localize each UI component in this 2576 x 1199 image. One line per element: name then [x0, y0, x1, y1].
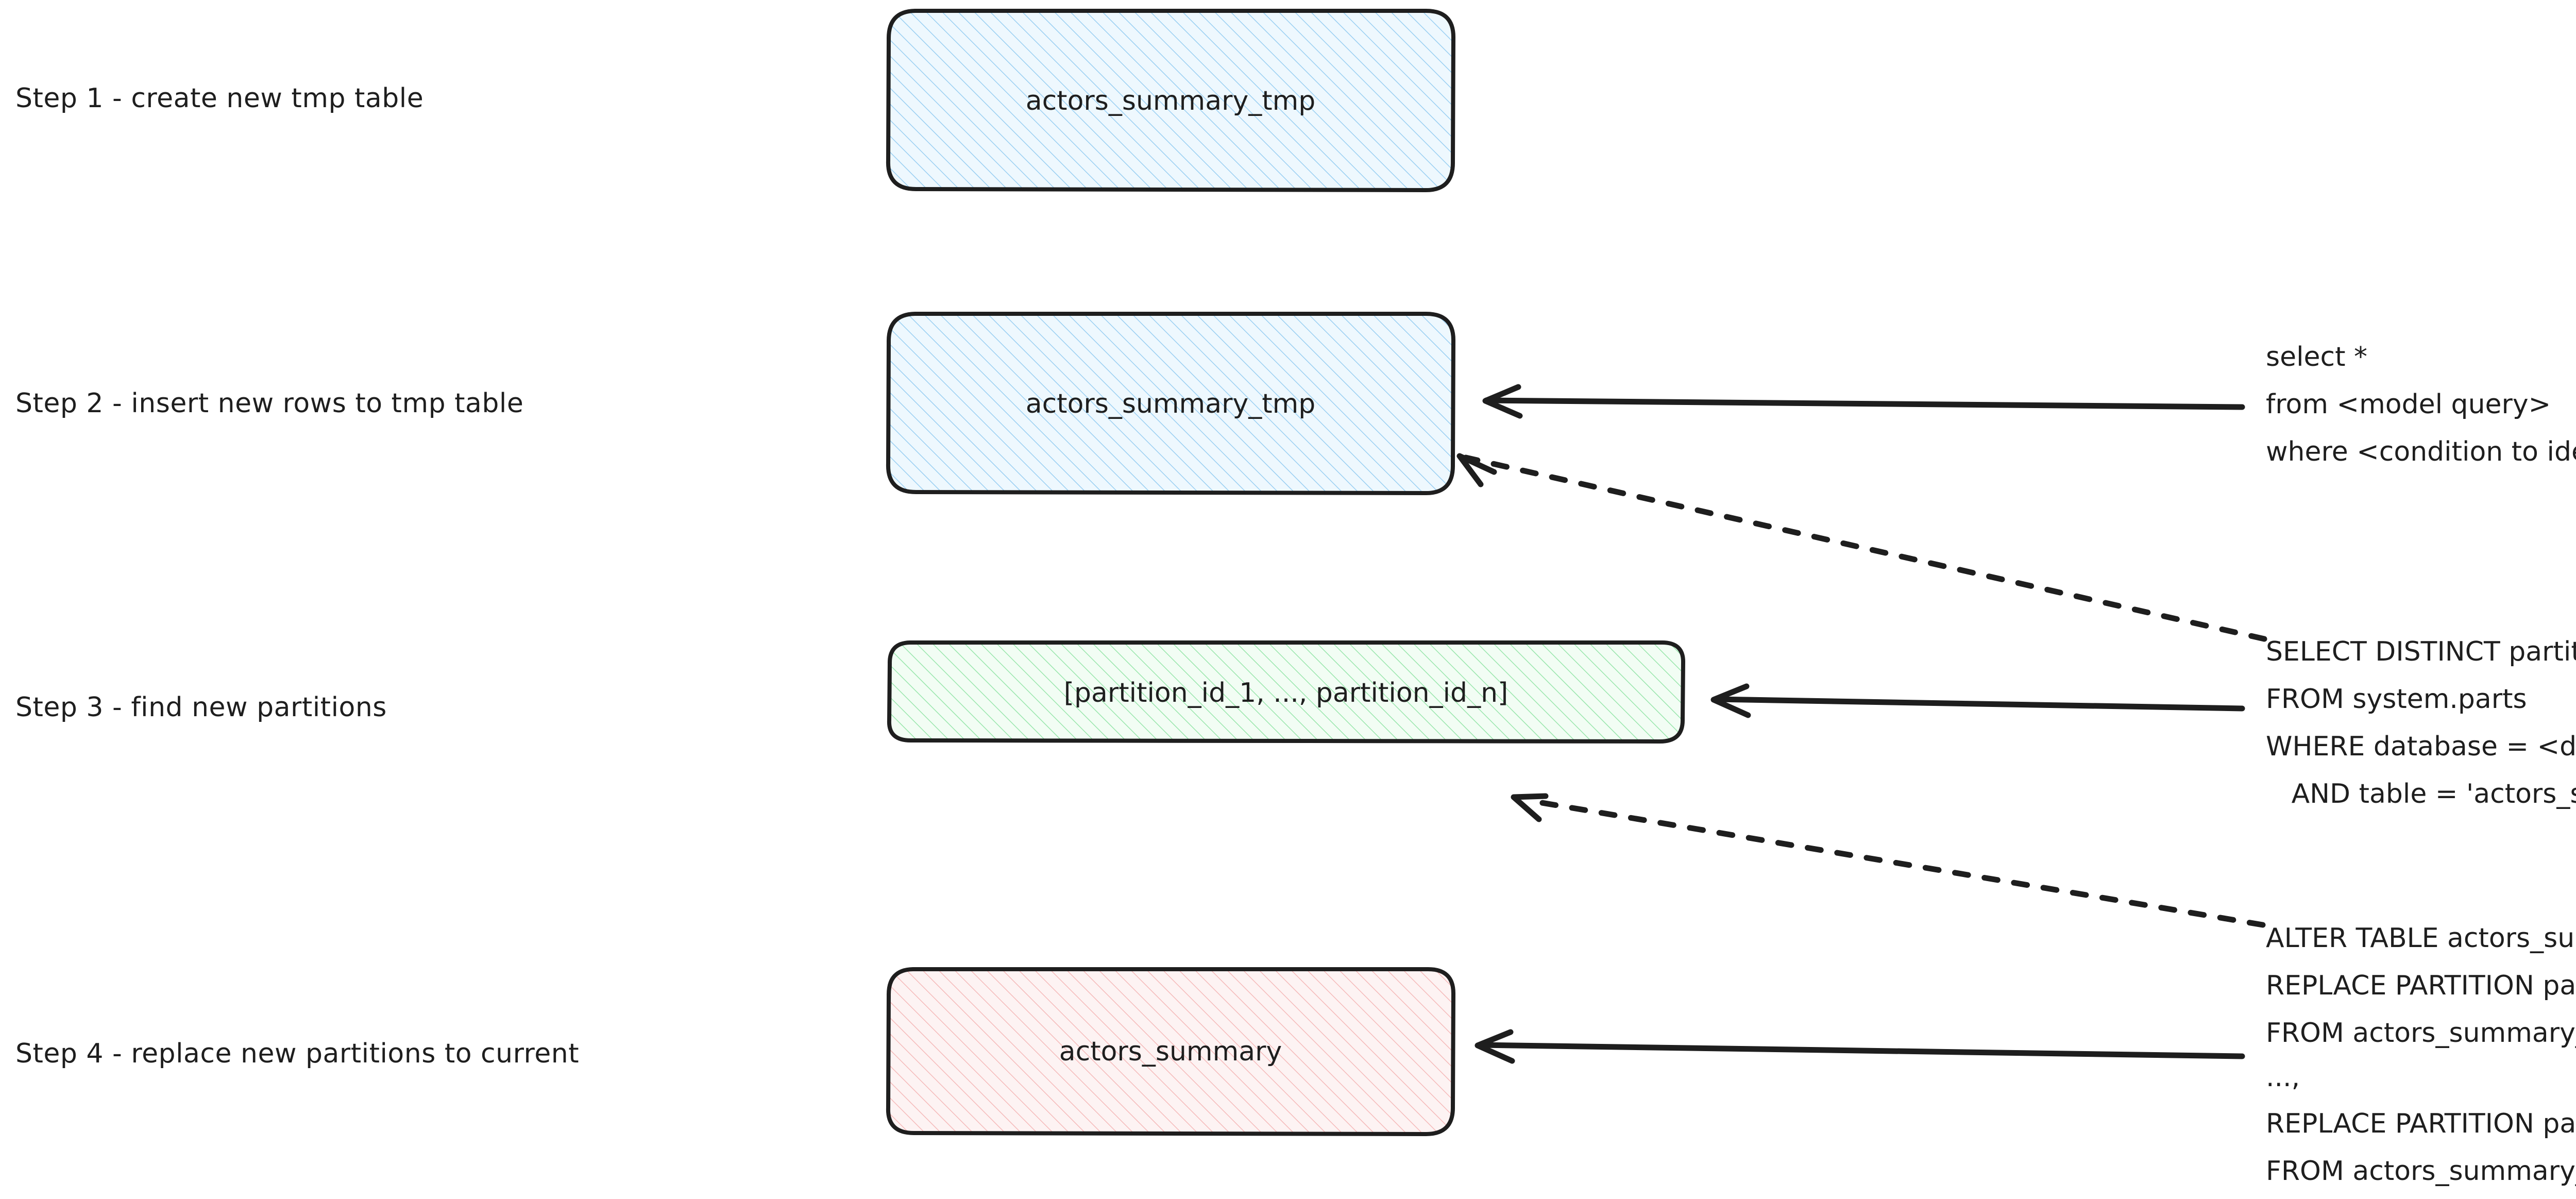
arrow-sql2-to-tmp2: [1482, 384, 2245, 419]
node-tmp-2-hachure: [888, 313, 1453, 493]
arrow-sql4-to-partitions: [1511, 793, 2266, 928]
sql-step4-line-2: REPLACE PARTITION partition_id_1: [2266, 970, 2576, 1001]
node-tmp-1-label: actors_summary_tmp: [1026, 86, 1316, 116]
sql-step4-line-6: FROM actors_summary_tmp,: [2266, 1156, 2576, 1187]
node-actors-summary[interactable]: actors_summary: [886, 967, 1456, 1136]
sql-step4-line-1: ALTER TABLE actors_summary: [2266, 923, 2576, 954]
node-partitions-outline: [887, 640, 1686, 744]
sql-step3-line-3: WHERE database = <database>: [2266, 731, 2576, 762]
node-tmp-2-outline: [886, 311, 1456, 495]
sql-step4: ALTER TABLE actors_summary REPLACE PARTI…: [2266, 923, 2576, 1187]
step-label-2: Step 2 - insert new rows to tmp table: [15, 388, 523, 419]
node-actors-summary-outline: [886, 967, 1456, 1136]
node-tmp-1-hachure: [888, 10, 1453, 190]
node-actors-summary-label: actors_summary: [1059, 1036, 1282, 1067]
sql-step2-line-3: where <condition to identify new>: [2266, 436, 2576, 467]
sql-step2-line-1: select *: [2266, 342, 2367, 373]
sql-step4-line-3: FROM actors_summary_tmp,: [2266, 1018, 2576, 1049]
arrow-sql3-to-tmp2-head: [1456, 453, 1497, 487]
node-partitions-hachure: [889, 642, 1683, 741]
sql-step3-line-4: AND table = 'actors_summary_tmp': [2266, 779, 2576, 809]
node-tmp-1-outline: [886, 8, 1456, 192]
node-tmp-1[interactable]: actors_summary_tmp: [886, 8, 1456, 192]
sql-step4-line-5: REPLACE PARTITION partition_id_n: [2266, 1108, 2576, 1139]
node-partitions-label: [partition_id_1, ..., partition_id_n]: [1064, 678, 1509, 708]
sql-step2-line-2: from <model query>: [2266, 389, 2551, 420]
node-partitions[interactable]: [partition_id_1, ..., partition_id_n]: [887, 640, 1686, 744]
sql-step3: SELECT DISTINCT partition_id FROM system…: [2266, 636, 2576, 809]
node-actors-summary-hachure: [888, 969, 1453, 1134]
arrow-sql3-to-partitions: [1710, 683, 2245, 718]
arrow-sql4-to-actors-summary-head: [1475, 1029, 1515, 1064]
node-tmp-2-label: actors_summary_tmp: [1026, 389, 1316, 419]
arrow-sql4-to-actors-summary: [1475, 1029, 2245, 1064]
sql-step2: select * from <model query> where <condi…: [2266, 342, 2576, 467]
arrow-sql4-to-partitions-head: [1511, 793, 1549, 822]
step-label-4: Step 4 - replace new partitions to curre…: [15, 1038, 579, 1069]
node-tmp-2[interactable]: actors_summary_tmp: [886, 311, 1456, 495]
arrow-sql3-to-partitions-head: [1710, 683, 1751, 718]
arrow-sql2-to-tmp2-head: [1482, 384, 1523, 419]
step-label-1: Step 1 - create new tmp table: [15, 83, 423, 114]
step-label-3: Step 3 - find new partitions: [15, 692, 387, 723]
sql-step3-line-1: SELECT DISTINCT partition_id: [2266, 636, 2576, 667]
arrow-sql3-to-tmp2: [1456, 453, 2267, 642]
sql-step4-line-4: ...,: [2266, 1062, 2300, 1093]
sql-step3-line-2: FROM system.parts: [2266, 684, 2527, 715]
